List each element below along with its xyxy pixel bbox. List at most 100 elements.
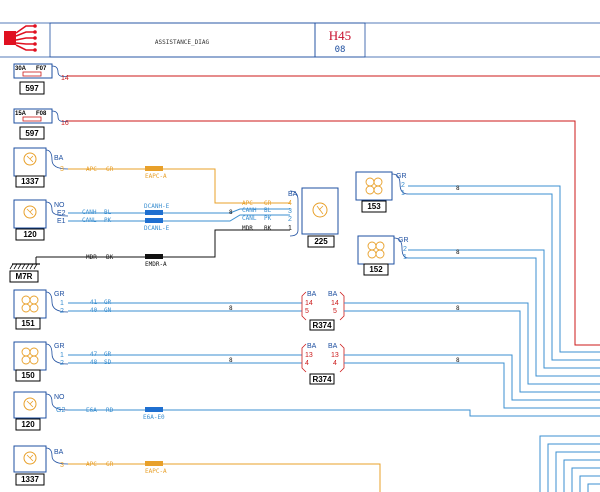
- c151-pin-1: 1: [60, 300, 64, 307]
- fuse1-rating: 30A: [15, 66, 27, 72]
- r374a-pin-r1: 14: [331, 300, 339, 307]
- wire-mdr-color: BK: [106, 254, 114, 261]
- fuse2-id: 597: [25, 129, 39, 138]
- ecu-icon: [23, 397, 37, 411]
- header-code-box: [314, 22, 366, 58]
- wire-canh-code: CANH: [82, 209, 97, 216]
- splice-emdr-a-label: EMDR-A: [145, 261, 167, 268]
- fuse-597-f07: 30A F07 597 14: [13, 63, 69, 95]
- c225-wire-mdr-color: BK: [264, 225, 272, 232]
- wire-e6a-code: E6A: [86, 407, 97, 414]
- c120a-pin-e2: E2: [57, 210, 66, 217]
- splice-dcanl-e: [145, 218, 163, 223]
- twist-symbol-icon: 8: [456, 249, 460, 256]
- component-120-top: 120 NO E2 E1: [13, 199, 69, 241]
- c150-code: GR: [54, 343, 65, 350]
- speaker-icon: [367, 241, 385, 259]
- c152-pin-2: 2: [403, 246, 407, 253]
- module-icon: [312, 202, 328, 218]
- harness-bottom: [539, 435, 600, 492]
- component-152: 152 GR 2 1: [357, 235, 409, 276]
- r374b-pin-l2: 4: [305, 360, 309, 367]
- wire-mdr-ground: MDR BK EMDR-A: [35, 229, 290, 268]
- wire-47-color: GR: [104, 351, 112, 358]
- splice-eapc-a-bottom: [145, 461, 163, 466]
- speaker-icon: [21, 295, 39, 313]
- r374a-id: R374: [312, 321, 332, 330]
- wire-mdr-code: MDR: [86, 254, 97, 261]
- fuse1-id: 597: [25, 84, 39, 93]
- wire-e6a-color: RD: [106, 407, 114, 414]
- twist-symbol-icon: 8: [456, 357, 460, 364]
- wire-apc-1337-225: APC GR EAPC-A: [68, 166, 290, 204]
- c1337a-id: 1337: [21, 177, 39, 186]
- c150-id: 150: [21, 371, 35, 380]
- component-120-lower: 120 NO G2: [13, 391, 69, 431]
- header-title: ASSISTANCE_DIAG: [155, 39, 210, 46]
- header: ASSISTANCE_DIAG H45 08: [0, 22, 600, 58]
- c153-pin-1: 1: [401, 190, 405, 197]
- r374b-id: R374: [312, 375, 332, 384]
- fuse2-icon: [22, 116, 42, 122]
- component-1337-bottom: 1337 BA 3: [13, 445, 69, 486]
- r374b-code-left: BA: [307, 343, 317, 350]
- wire-canl-code: CANL: [82, 217, 97, 224]
- r374b-pin-l1: 13: [305, 352, 313, 359]
- fuse1-pin: 14: [61, 75, 69, 82]
- component-225: BA 4 3 2 1 APC GR CANH BL CANL PK MDR BK…: [242, 187, 339, 248]
- fuse2-pin: 16: [61, 120, 69, 127]
- connector-r374-upper: BA BA 14 5 14 5 R374: [301, 291, 345, 331]
- sensor-icon: [23, 451, 37, 465]
- splice-eapc-a: [145, 166, 163, 171]
- harness-153-152: 8 8: [408, 185, 600, 377]
- c152-id: 152: [369, 265, 383, 274]
- c1337b-id: 1337: [21, 475, 39, 484]
- c225-pin-1: 1: [288, 225, 292, 232]
- wire-r374-upper-out: 8: [344, 302, 600, 393]
- splice-e6a-e0-label: E6A-E0: [143, 414, 165, 421]
- twist-symbol-icon: 8: [456, 305, 460, 312]
- c120a-pin-e1: E1: [57, 218, 66, 225]
- splice-dcanl-e-label: DCANL-E: [144, 225, 170, 232]
- wire-can-120-225: CANH BL CANL PK DCANH-E DCANL-E 8: [68, 203, 290, 232]
- r374b-pin-r1: 13: [331, 352, 339, 359]
- wire-150-r374: 47 GR 48 SD 8: [68, 351, 302, 366]
- c1337b-code: BA: [54, 449, 64, 456]
- c120a-code: NO: [54, 202, 65, 209]
- sensor-icon: [23, 152, 37, 166]
- wire-151-r374: 41 GR 40 GN 8: [68, 299, 302, 314]
- wire-40-color: GN: [104, 307, 112, 314]
- c225-wire-mdr: MDR: [242, 225, 253, 232]
- c225-wire-canh-color: BL: [264, 207, 272, 214]
- wire-48-code: 48: [90, 359, 98, 366]
- r374a-pin-l2: 5: [305, 308, 309, 315]
- r374b-pin-r2: 4: [333, 360, 337, 367]
- wire-apc-bottom: APC GR EAPC-A: [68, 461, 381, 492]
- wire-fuse2-feed: [68, 120, 600, 346]
- c152-pin-1: 1: [403, 254, 407, 261]
- c150-pin-2: 2: [60, 360, 64, 367]
- c225-pin-4: 4: [288, 200, 292, 207]
- c225-pin-3: 3: [288, 208, 292, 215]
- wire-canh-color: BL: [104, 209, 112, 216]
- wire-canl-color: PK: [104, 217, 112, 224]
- speaker-icon: [21, 347, 39, 365]
- c225-wire-canl-color: PK: [264, 215, 272, 222]
- r374a-code-right: BA: [328, 291, 338, 298]
- wire-48-color: SD: [104, 359, 112, 366]
- c120b-code: NO: [54, 394, 65, 401]
- wire-apc-bottom-color: GR: [106, 461, 114, 468]
- c225-wire-canl: CANL: [242, 215, 257, 222]
- ground-id: M7R: [16, 272, 33, 281]
- c225-wire-apc: APC: [242, 200, 253, 207]
- r374b-code-right: BA: [328, 343, 338, 350]
- wire-47-code: 47: [90, 351, 98, 358]
- component-1337-top: 1337 BA 3: [13, 147, 69, 188]
- c153-code: GR: [396, 173, 407, 180]
- connector-logo-icon: [4, 24, 37, 52]
- fuse-597-f08: 15A F08 597 16: [13, 108, 69, 140]
- wire-apc-bottom-code: APC: [86, 461, 97, 468]
- c120b-id: 120: [21, 420, 35, 429]
- c1337a-pin: 3: [60, 166, 64, 173]
